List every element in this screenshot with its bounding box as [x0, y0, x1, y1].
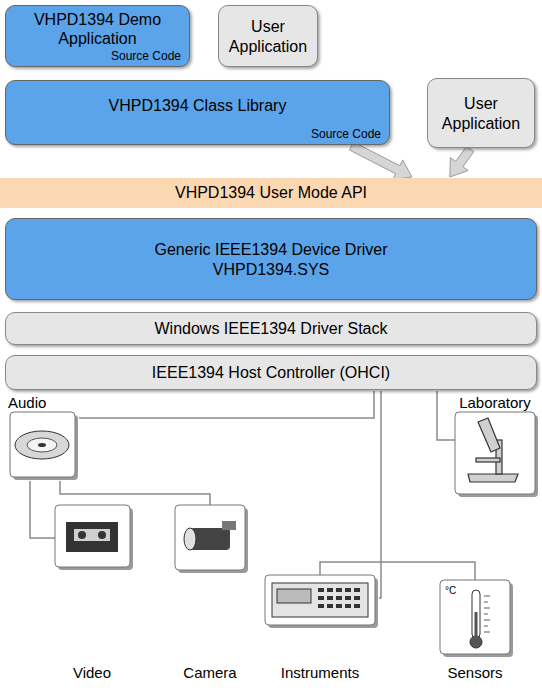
node-title: VHPD1394.SYS [14, 260, 528, 279]
device-label: Video [73, 664, 111, 681]
node-title: IEEE1394 Host Controller (OHCI) [14, 360, 528, 386]
camera-icon [175, 505, 248, 573]
driver-stack-box: Windows IEEE1394 Driver Stack [5, 312, 537, 345]
node-title: VHPD1394 Class Library [14, 85, 381, 127]
node-title: User Application [436, 83, 526, 144]
instrument-display [277, 589, 311, 603]
icon-frame [440, 580, 510, 654]
bus-wire [379, 391, 381, 598]
node-title: VHPD1394 User Mode API [8, 182, 534, 204]
audio-icon [10, 412, 78, 480]
reel [98, 531, 106, 539]
video-icon [55, 505, 133, 570]
device-driver-box: Generic IEEE1394 Device DriverVHPD1394.S… [5, 218, 537, 300]
source-code-note: Source Code [111, 49, 181, 63]
node-title: User Application [227, 10, 309, 63]
api-call-arrow [450, 146, 474, 177]
bus-wire [30, 481, 55, 538]
viewfinder [222, 521, 236, 530]
user-application-box: User Application [427, 78, 535, 148]
bus-wire [60, 481, 210, 505]
camera-lens [184, 528, 196, 550]
device-label: Camera [183, 664, 236, 681]
disc-ring [27, 438, 57, 452]
laboratory-icon [455, 412, 538, 497]
cassette-window [74, 529, 110, 541]
icon-frame [55, 505, 130, 567]
unit-label: °C [445, 585, 456, 596]
icon-frame [10, 412, 75, 477]
instrument-buttons [318, 588, 360, 608]
instrument-icon [265, 575, 378, 628]
device-label: Laboratory [459, 394, 531, 411]
source-code-note: Source Code [311, 127, 381, 141]
user-application-box: User Application [218, 5, 318, 67]
node-title: Windows IEEE1394 Driver Stack [14, 317, 528, 341]
device-label: Audio [8, 394, 46, 411]
disc-hole [38, 443, 46, 447]
device-label: Sensors [447, 664, 502, 681]
thermometer-fluid [475, 612, 478, 640]
demo-application-box: VHPD1394 Demo ApplicationSource Code [5, 5, 190, 67]
bus-wire [437, 391, 455, 440]
bus-wire [79, 391, 374, 418]
api-band: VHPD1394 User Mode API [0, 178, 542, 208]
cassette [66, 522, 118, 552]
microscope [468, 418, 518, 482]
api-call-arrow [349, 142, 411, 179]
node-title: VHPD1394 Demo Application [14, 10, 181, 49]
icon-frame [265, 575, 375, 625]
sensor-icon [440, 580, 513, 657]
instrument-case [272, 583, 368, 617]
bus-wires [30, 391, 475, 598]
icon-frame [175, 505, 245, 570]
class-library-box: VHPD1394 Class LibrarySource Code [5, 80, 390, 145]
disc [15, 431, 69, 459]
thermometer-scale [484, 596, 490, 632]
reel [78, 531, 86, 539]
icon-frame [455, 412, 535, 494]
host-controller-box: IEEE1394 Host Controller (OHCI) [5, 355, 537, 390]
node-title: Generic IEEE1394 Device Driver [14, 240, 528, 259]
device-label: Instruments [281, 664, 359, 681]
